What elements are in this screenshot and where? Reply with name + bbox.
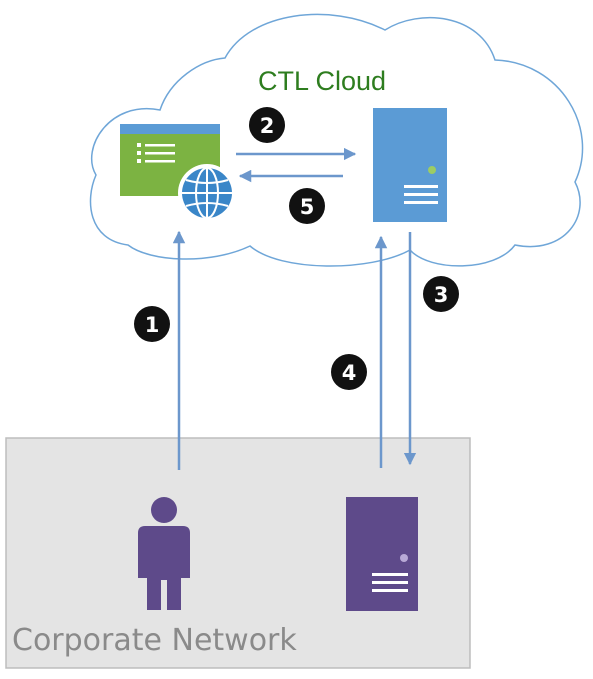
step-badge-3: 3 bbox=[423, 276, 459, 312]
step-number-5: 5 bbox=[300, 195, 315, 219]
step-number-1: 1 bbox=[145, 313, 160, 337]
step-number-3: 3 bbox=[434, 283, 449, 307]
cloud-server-icon bbox=[373, 108, 447, 222]
on-prem-server-icon bbox=[346, 497, 418, 611]
step-badge-5: 5 bbox=[289, 188, 325, 224]
corporate-network-label: Corporate Network bbox=[12, 623, 297, 658]
step-number-4: 4 bbox=[342, 361, 357, 385]
cloud-title: CTL Cloud bbox=[258, 66, 386, 96]
step-badge-2: 2 bbox=[249, 107, 285, 143]
step-badge-4: 4 bbox=[331, 354, 367, 390]
step-number-2: 2 bbox=[260, 114, 275, 138]
flow-arrows bbox=[172, 147, 417, 470]
user-icon bbox=[138, 497, 190, 610]
step-badge-1: 1 bbox=[134, 306, 170, 342]
globe-icon bbox=[178, 164, 236, 222]
